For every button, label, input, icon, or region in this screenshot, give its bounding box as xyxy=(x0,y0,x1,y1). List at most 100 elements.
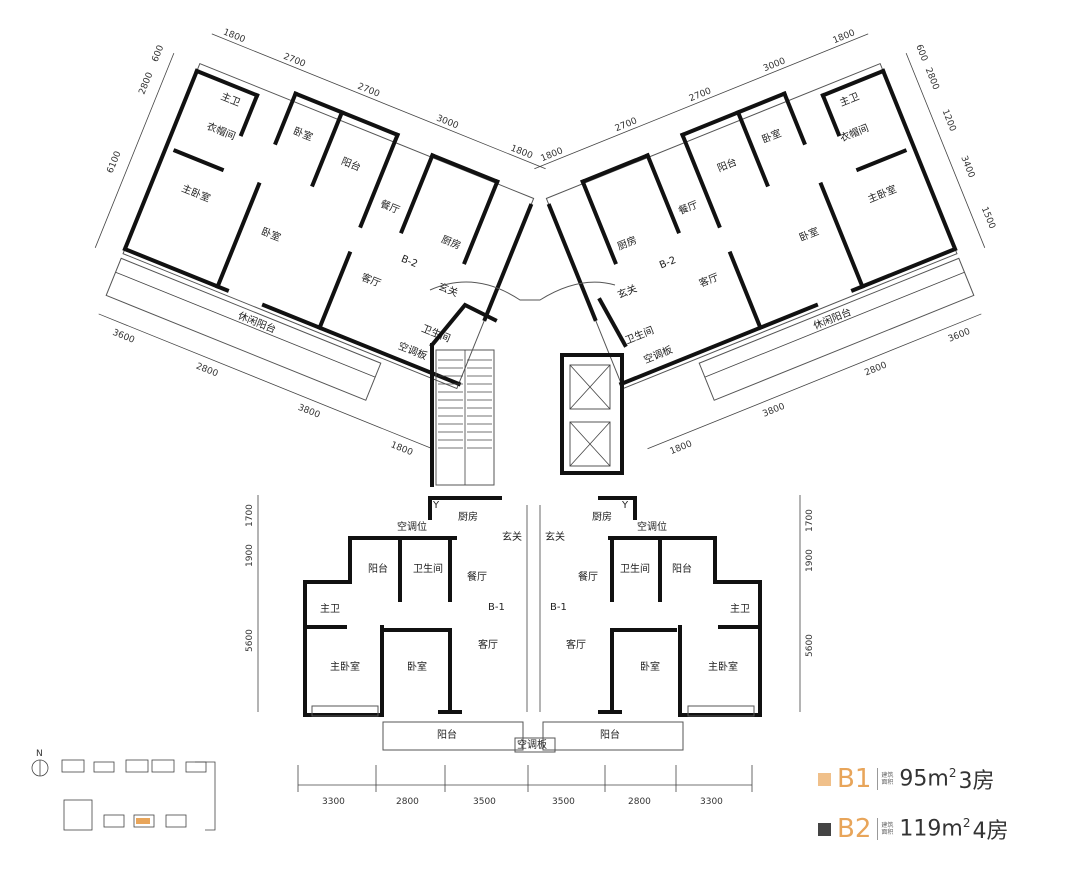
unit-tag-b1r: B-1 xyxy=(550,602,567,613)
dim-ls-2: 6100 xyxy=(106,150,124,175)
room-kitchen-b1r: 厨房 xyxy=(592,510,612,523)
room-master-bedroom-b1r: 主卧室 xyxy=(708,660,738,673)
core xyxy=(429,281,628,487)
room-kitchen-b2l: 厨房 xyxy=(440,233,463,253)
room-bathroom-b1l: 卫生间 xyxy=(413,562,443,575)
dim-rb-3: 1800 xyxy=(669,439,694,457)
room-living-b2l: 客厅 xyxy=(360,270,383,290)
legend-sub-b1: 建筑面积 xyxy=(881,772,894,786)
key-plan-highlight xyxy=(136,818,150,824)
dim-lb-2: 3800 xyxy=(296,403,321,421)
room-dining-b2l: 餐厅 xyxy=(378,197,401,217)
dim-rs-3: 3400 xyxy=(958,154,976,179)
dim-lb-1: 2800 xyxy=(194,362,219,380)
ac-panel-bottom: 空调板 xyxy=(517,738,547,751)
dim-rb-1: 2800 xyxy=(863,360,888,378)
room-balcony-b1r-2: 阳台 xyxy=(600,728,620,741)
legend-code-b1: B1 xyxy=(837,764,872,794)
legend-divider xyxy=(877,818,879,840)
unit-tag-b2r: B-2 xyxy=(658,255,678,272)
room-balcony-b2r: 阳台 xyxy=(715,155,738,175)
room-dining-b1l: 餐厅 xyxy=(467,570,487,583)
dims-lower-right: 1700 1900 5600 xyxy=(805,509,815,657)
dims-right-top: 1800 2700 2700 3000 1800 xyxy=(540,28,857,164)
room-bathroom-b2r: 卫生间 xyxy=(623,323,656,346)
room-balcony-b1l: 阳台 xyxy=(368,562,388,575)
dims-left-top: 1800 2700 2700 3000 1800 xyxy=(221,27,534,161)
room-entrance-b1r: 玄关 xyxy=(545,530,565,543)
unit-tag-b1l: B-1 xyxy=(488,602,505,613)
elevator-shaft xyxy=(560,353,624,475)
room-dining-b1r: 餐厅 xyxy=(578,570,598,583)
room-bedroom-b2r-1: 卧室 xyxy=(760,126,783,146)
elevator-1 xyxy=(569,364,611,410)
room-bedroom-b2l-1: 卧室 xyxy=(291,124,314,144)
room-balcony-b1l-2: 阳台 xyxy=(437,728,457,741)
room-cloakroom-b2l: 衣帽间 xyxy=(205,119,238,142)
dim-ls-1: 2800 xyxy=(138,71,156,96)
legend-area-b2: 119m2 xyxy=(899,816,971,842)
room-balcony-b1r: 阳台 xyxy=(672,562,692,575)
room-master-bath-b2r: 主卫 xyxy=(838,90,861,109)
dims-bottom: 3300 2800 3500 3500 2800 3300 xyxy=(322,797,723,807)
room-master-bedroom-b2r: 主卧室 xyxy=(866,182,899,205)
room-entrance-b1l: 玄关 xyxy=(502,530,522,543)
dim-rb-2: 3800 xyxy=(761,402,786,420)
dims-right-side: 600 2800 1200 3400 1500 xyxy=(913,43,997,230)
dim-b-1: 2800 xyxy=(396,797,419,807)
dim-rs-1: 2800 xyxy=(923,66,941,91)
room-master-bedroom-b2l: 主卧室 xyxy=(180,181,213,204)
dim-lb-3: 1800 xyxy=(389,440,414,458)
legend-swatch-b1 xyxy=(818,772,831,786)
room-bedroom-b2l-2: 卧室 xyxy=(259,224,282,244)
unit-lower-left-b1: 厨房 空调位 玄关 阳台 卫生间 餐厅 主卫 B-1 客厅 主卧室 卧室 阳台 … xyxy=(303,496,524,751)
dim-ls-0: 600 xyxy=(151,44,167,64)
legend-divider xyxy=(877,768,879,790)
dim-b-2: 3500 xyxy=(473,797,496,807)
room-master-bath-b1r: 主卫 xyxy=(730,603,750,615)
room-living-b1l: 客厅 xyxy=(478,638,498,651)
legend-code-b2: B2 xyxy=(837,814,872,844)
legend-rooms-b2: 4房 xyxy=(972,819,1009,844)
dim-lb-0: 3600 xyxy=(111,328,136,346)
dim-lr-2: 5600 xyxy=(805,634,815,657)
dim-rs-4: 1500 xyxy=(979,205,997,230)
ac-spot-b1l: 空调位 xyxy=(397,520,427,533)
room-bathroom-b1r: 卫生间 xyxy=(620,562,650,575)
dim-b-3: 3500 xyxy=(552,797,575,807)
dim-lr-1: 1900 xyxy=(805,549,815,572)
dim-ll-1: 1900 xyxy=(245,544,255,567)
elevator-2 xyxy=(569,421,611,467)
dim-rs-0: 600 xyxy=(913,43,929,63)
room-bedroom-b1l: 卧室 xyxy=(407,660,427,673)
wing-right-b2: 主卫 卧室 阳台 衣帽间 餐厅 厨房 主卧室 卧室 客厅 玄关 卫生间 休闲阳台… xyxy=(534,28,997,457)
room-balcony-b2l: 阳台 xyxy=(339,154,362,174)
room-master-bath-b1l: 主卫 xyxy=(320,603,340,615)
unit-tag-b2l: B-2 xyxy=(399,254,419,271)
y-mark-b1r: Y xyxy=(621,500,629,511)
room-kitchen-b2r: 厨房 xyxy=(615,233,638,253)
room-cloakroom-b2r: 衣帽间 xyxy=(838,121,871,144)
ac-spot-b1r: 空调位 xyxy=(637,520,667,533)
key-plan: N xyxy=(31,749,216,831)
dim-rb-0: 3600 xyxy=(947,327,972,345)
room-bedroom-b1r: 卧室 xyxy=(640,660,660,673)
room-bedroom-b2r-2: 卧室 xyxy=(797,224,820,244)
room-living-b2r: 客厅 xyxy=(697,270,720,290)
y-mark-b1l: Y xyxy=(432,500,440,511)
dim-b-0: 3300 xyxy=(322,797,345,807)
dim-ll-0: 1700 xyxy=(245,504,255,527)
dims-left-side: 600 2800 6100 xyxy=(106,44,167,175)
dims-lower-left: 1700 1900 5600 xyxy=(245,504,255,652)
legend-b2: B2 建筑面积 119m2 4房 xyxy=(818,813,1008,845)
room-master-bath-b2l: 主卫 xyxy=(219,90,242,109)
legend-sub-b2: 建筑面积 xyxy=(881,822,894,836)
legend-area-b1: 95m2 xyxy=(899,766,957,792)
room-kitchen-b1l: 厨房 xyxy=(458,510,478,523)
room-living-b1r: 客厅 xyxy=(566,638,586,651)
wing-left-b2: 主卫 卧室 阳台 衣帽间 餐厅 厨房 主卧室 卧室 客厅 玄关 卫生间 休闲阳台… xyxy=(94,27,546,458)
legend-b1: B1 建筑面积 95m2 3房 xyxy=(818,763,994,795)
legend-rooms-b1: 3房 xyxy=(958,769,995,794)
dim-ll-2: 5600 xyxy=(245,629,255,652)
